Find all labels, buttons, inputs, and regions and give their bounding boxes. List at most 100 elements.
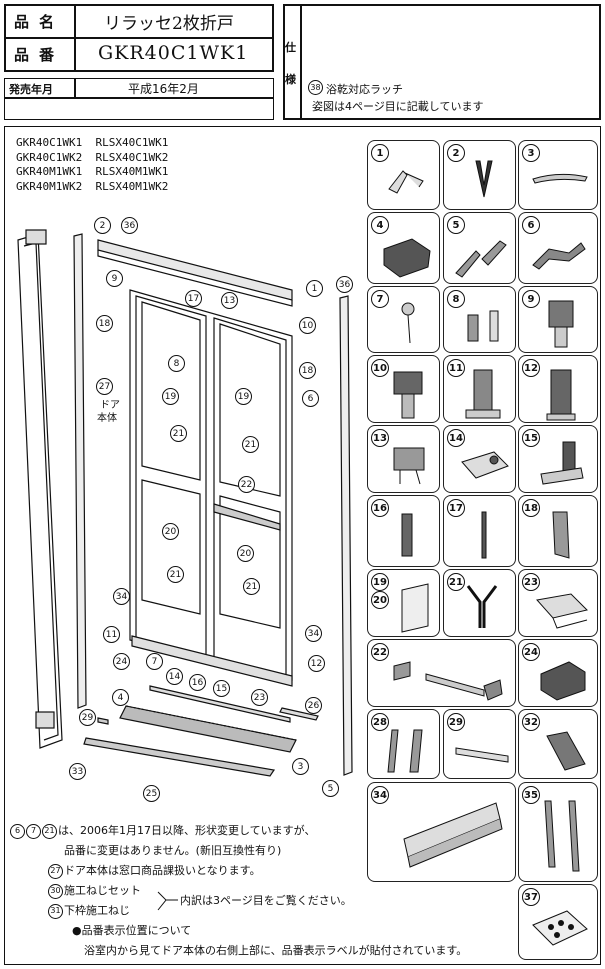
- model-row: GKR40M1WK2 RLSX40M1WK2: [16, 179, 169, 193]
- callout-29: 29: [79, 709, 96, 726]
- callout-20b: 20: [237, 545, 254, 562]
- part-cell: 13: [367, 425, 440, 493]
- model-list: GKR40C1WK1 RLSX40C1WK1 GKR40C1WK2 RLSX40…: [16, 136, 168, 194]
- part-cell: 14: [443, 425, 516, 493]
- callout-21b: 21: [242, 436, 259, 453]
- part-cell: 24: [518, 639, 598, 707]
- callout-19b: 19: [235, 388, 252, 405]
- callout-19: 19: [162, 388, 179, 405]
- part-cell: 37: [518, 884, 598, 960]
- callout-26: 26: [305, 697, 322, 714]
- spec-label: 仕様: [285, 41, 296, 86]
- spec-line-2: 姿図は4ページ目に記載しています: [312, 100, 484, 113]
- callout-9: 9: [106, 270, 123, 287]
- code-value: GKR40C1WK1: [98, 42, 249, 64]
- spec-number-badge: 38: [308, 80, 323, 95]
- callout-22: 22: [238, 476, 255, 493]
- callout-21c: 21: [167, 566, 184, 583]
- callout-6: 6: [302, 390, 319, 407]
- spec-divider: [300, 4, 302, 120]
- callout-24: 24: [113, 653, 130, 670]
- callout-36: 36: [121, 217, 138, 234]
- part-cell: 3: [518, 140, 598, 210]
- part-cell: 23: [518, 569, 598, 637]
- note-shape-change-sub: 品番に変更はありません。(新旧互換性有り): [64, 844, 282, 857]
- callout-5: 5: [322, 780, 339, 797]
- callout-7: 7: [146, 653, 163, 670]
- callout-27: 27: [96, 378, 113, 395]
- part-cell: 2: [443, 140, 516, 210]
- callout-4: 4: [112, 689, 129, 706]
- spec-line-1: 浴乾対応ラッチ: [326, 83, 403, 96]
- note-label-detail: 浴室内から見てドア本体の右側上部に、品番表示ラベルが貼付されています。: [84, 944, 468, 957]
- callout-23: 23: [251, 689, 268, 706]
- callout-20: 20: [162, 523, 179, 540]
- note-label-position: ●品番表示位置について: [72, 924, 192, 937]
- callout-21: 21: [170, 425, 187, 442]
- header-code-box: [4, 37, 274, 72]
- exploded-door-diagram: [17, 229, 353, 777]
- part-cell: 29: [443, 709, 516, 779]
- release-date-divider-h: [4, 97, 274, 99]
- spec-box: [283, 4, 601, 120]
- part-cell: 18: [518, 495, 598, 567]
- callout-3: 3: [292, 758, 309, 775]
- callout-17: 17: [185, 290, 202, 307]
- name-label: 品名: [14, 13, 65, 31]
- model-row: GKR40C1WK1 RLSX40C1WK1: [16, 136, 169, 149]
- header-label-divider: [74, 4, 76, 72]
- callout-18: 18: [96, 315, 113, 332]
- callout-14: 14: [166, 668, 183, 685]
- callout-34: 34: [113, 588, 130, 605]
- note-brace: [157, 891, 178, 911]
- callout-21d: 21: [243, 578, 260, 595]
- callout-33: 33: [69, 763, 86, 780]
- part-cell: 10: [367, 355, 440, 423]
- part-cell: 4: [367, 212, 440, 284]
- part-cell: 22: [367, 639, 516, 707]
- callout-11: 11: [103, 626, 120, 643]
- part-cell: 32: [518, 709, 598, 779]
- part-cell: 34: [367, 782, 516, 882]
- callout-34b: 34: [305, 625, 322, 642]
- callout-8: 8: [168, 355, 185, 372]
- callout-18b: 18: [299, 362, 316, 379]
- part-cell: 5: [443, 212, 516, 284]
- callout-1: 1: [306, 280, 323, 297]
- code-label: 品番: [14, 46, 65, 64]
- model-row: GKR40C1WK2 RLSX40C1WK2: [16, 150, 169, 164]
- part-cell: 9: [518, 286, 598, 353]
- part-cell: 17: [443, 495, 516, 567]
- part-cell: 6: [518, 212, 598, 284]
- part-cell: 7: [367, 286, 440, 353]
- callout-10: 10: [299, 317, 316, 334]
- part-cell: 16: [367, 495, 440, 567]
- part-cell: 15: [518, 425, 598, 493]
- part-cell: 21: [443, 569, 516, 637]
- release-date-label: 発売年月: [9, 83, 53, 96]
- door-label-1: ドア: [100, 400, 120, 411]
- note-breakdown: 内訳は3ページ目をご覧ください。: [180, 894, 352, 907]
- release-date-divider-v: [74, 78, 76, 98]
- main-panel: [4, 126, 601, 965]
- callout-12: 12: [308, 655, 325, 672]
- callout-2: 2: [94, 217, 111, 234]
- release-date-value: 平成16年2月: [128, 82, 199, 96]
- part-cell: 28: [367, 709, 440, 779]
- model-row: GKR40M1WK1 RLSX40M1WK1: [16, 165, 169, 178]
- callout-25: 25: [143, 785, 160, 802]
- name-value: リラッセ2枚折戸: [104, 14, 234, 34]
- part-cell: 35: [518, 782, 598, 882]
- door-label-2: 本体: [97, 413, 117, 424]
- callout-13: 13: [221, 292, 238, 309]
- callout-16: 16: [189, 674, 206, 691]
- callout-36b: 36: [336, 276, 353, 293]
- release-date-box: [4, 78, 274, 120]
- part-cell: 12: [518, 355, 598, 423]
- part-cell: 8: [443, 286, 516, 353]
